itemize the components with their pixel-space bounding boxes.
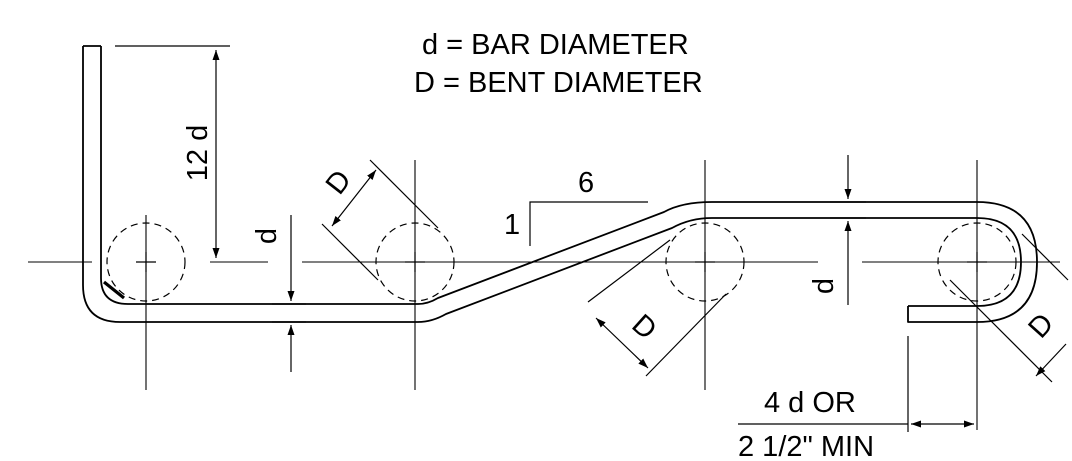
legend-bent-diameter: D = BENT DIAMETER <box>414 67 703 99</box>
label-slope-run: 6 <box>578 167 594 199</box>
label-bend-diameter-2: D <box>626 308 663 346</box>
label-slope-rise: 1 <box>504 209 520 241</box>
dimension-bend-diameter-3: D <box>949 233 1069 383</box>
label-extension-line1: 4 d OR <box>764 387 856 419</box>
dimension-hook-length: 12 d <box>115 45 230 258</box>
bending-pins <box>106 222 1017 302</box>
vertical-centerlines <box>145 160 978 430</box>
pin-center-marks <box>136 252 987 272</box>
label-hook-length: 12 d <box>182 125 214 181</box>
bending-pin-3 <box>665 222 745 302</box>
label-extension-line2: 2 1/2" MIN <box>738 431 874 461</box>
rebar-outline <box>82 45 1038 323</box>
bending-pin-4 <box>937 222 1017 302</box>
label-bar-thickness-left: d <box>251 228 283 244</box>
dimension-bar-thickness-right: d <box>808 155 866 305</box>
slope-indicator: 1 6 <box>504 167 648 246</box>
dimension-bar-thickness-left: d <box>251 215 306 372</box>
bending-pin-1 <box>106 222 186 302</box>
label-bar-thickness-right: d <box>808 278 840 294</box>
legend-bar-diameter: d = BAR DIAMETER <box>422 29 689 61</box>
label-bend-diameter-1: D <box>320 164 358 200</box>
dimension-hook-extension: 4 d OR 2 1/2" MIN <box>738 336 974 461</box>
label-bend-diameter-3: D <box>1022 307 1060 344</box>
bending-pin-2 <box>375 222 455 302</box>
